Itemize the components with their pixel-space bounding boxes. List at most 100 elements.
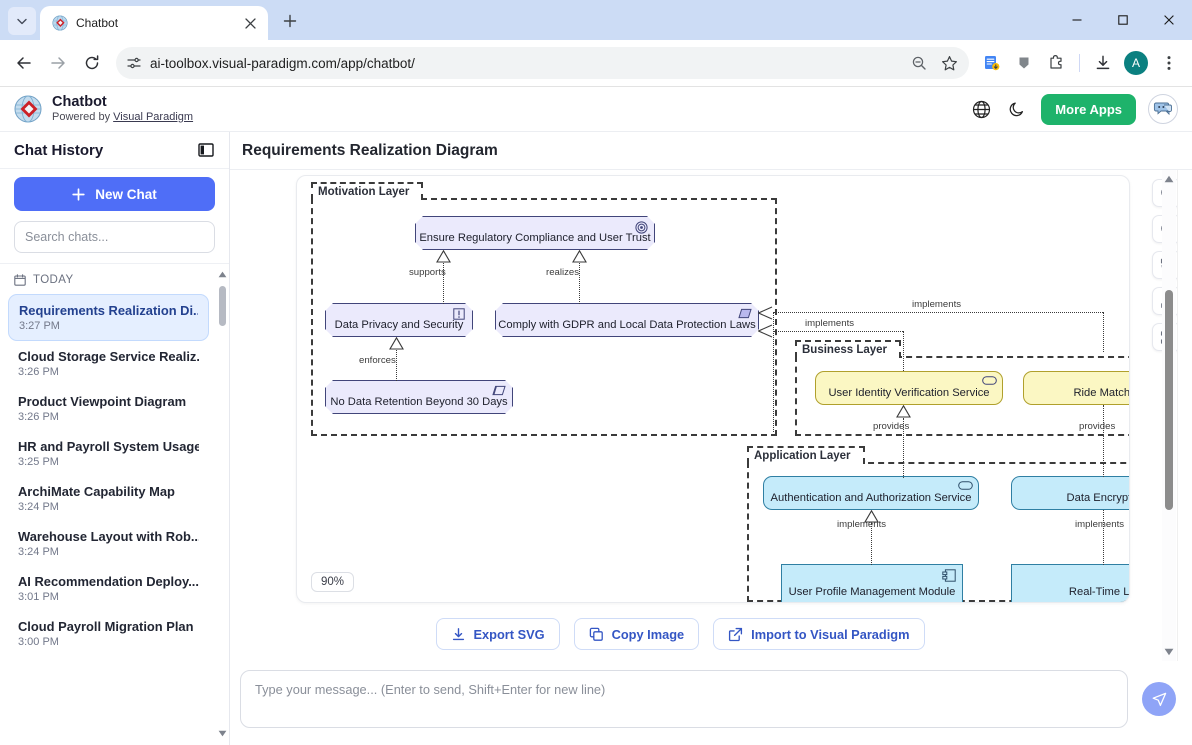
node-comply-with-gdpr[interactable]: Comply with GDPR and Local Data Protecti… bbox=[495, 303, 759, 337]
edge-label-realizes: realizes bbox=[546, 267, 580, 278]
node-real-time-location[interactable]: Real-Time Locati bbox=[1011, 564, 1129, 602]
list-item[interactable]: Warehouse Layout with Rob... 3:24 PM bbox=[8, 521, 209, 566]
visual-paradigm-favicon-icon bbox=[52, 15, 68, 31]
page-title: Requirements Realization Diagram bbox=[230, 132, 1192, 170]
diagram-canvas[interactable]: Motivation Layer Ensure Regulatory Compl… bbox=[297, 176, 1129, 602]
node-label: User Identity Verification Service bbox=[828, 387, 990, 399]
import-to-visual-paradigm-button[interactable]: Import to Visual Paradigm bbox=[713, 618, 925, 650]
bookmark-star-icon[interactable] bbox=[935, 49, 963, 77]
chat-item-title: Cloud Payroll Migration Plan bbox=[18, 619, 194, 634]
node-ensure-regulatory-compliance[interactable]: Ensure Regulatory Compliance and User Tr… bbox=[415, 216, 655, 250]
edge-label-enforces: enforces bbox=[359, 355, 396, 366]
edge-realizes bbox=[579, 260, 580, 304]
scroll-up-icon[interactable] bbox=[1162, 172, 1176, 186]
list-item[interactable]: AI Recommendation Deploy... 3:01 PM bbox=[8, 566, 209, 611]
goal-icon bbox=[634, 221, 648, 233]
powered-by-text: Powered by bbox=[52, 111, 114, 124]
sidebar-scrollbar-thumb[interactable] bbox=[219, 286, 226, 326]
sidebar-scrollbar[interactable] bbox=[217, 264, 228, 745]
chat-item-time: 3:26 PM bbox=[18, 411, 59, 423]
list-item[interactable]: ArchiMate Capability Map 3:24 PM bbox=[8, 476, 209, 521]
list-item[interactable]: Requirements Realization Di... 3:27 PM bbox=[8, 294, 209, 341]
visual-paradigm-link[interactable]: Visual Paradigm bbox=[113, 111, 194, 124]
edge-implements-top bbox=[773, 312, 1103, 313]
chat-list-container: TODAY Requirements Realization Di... 3:2… bbox=[0, 263, 229, 745]
node-ride-matching[interactable]: Ride Matching an bbox=[1023, 371, 1129, 405]
new-tab-icon[interactable] bbox=[276, 7, 304, 35]
edge-arrow-provides-left bbox=[896, 404, 911, 423]
download-icon[interactable] bbox=[1088, 48, 1118, 78]
list-item[interactable]: Product Viewpoint Diagram 3:26 PM bbox=[8, 386, 209, 431]
list-item[interactable]: Cloud Storage Service Realiz... 3:26 PM bbox=[8, 341, 209, 386]
reload-icon[interactable] bbox=[76, 47, 108, 79]
node-user-profile-management-module[interactable]: User Profile Management Module bbox=[781, 564, 963, 602]
zoom-out-icon[interactable] bbox=[905, 49, 933, 77]
sidebar-toggle-icon[interactable] bbox=[197, 141, 215, 159]
export-svg-button[interactable]: Export SVG bbox=[435, 618, 560, 650]
search-input[interactable] bbox=[14, 221, 215, 253]
node-label: User Profile Management Module bbox=[788, 586, 956, 598]
send-button[interactable] bbox=[1142, 682, 1176, 716]
message-composer bbox=[230, 661, 1192, 745]
site-settings-icon[interactable] bbox=[126, 55, 142, 71]
export-toolbar: Export SVG Copy Image Import to Visual P… bbox=[230, 617, 1130, 651]
extensions-icon[interactable] bbox=[1041, 48, 1071, 78]
dark-mode-icon[interactable] bbox=[1005, 97, 1029, 121]
copy-image-label: Copy Image bbox=[611, 626, 685, 642]
globe-icon[interactable] bbox=[969, 97, 993, 121]
edge-label-provides-right: provides bbox=[1079, 421, 1116, 432]
profile-avatar[interactable]: A bbox=[1124, 51, 1148, 75]
address-bar[interactable]: ai-toolbox.visual-paradigm.com/app/chatb… bbox=[116, 47, 969, 79]
send-icon bbox=[1152, 692, 1166, 706]
message-input[interactable] bbox=[240, 670, 1128, 728]
scroll-down-icon[interactable] bbox=[1162, 645, 1176, 659]
new-chat-button[interactable]: New Chat bbox=[14, 177, 215, 211]
forward-icon[interactable] bbox=[42, 47, 74, 79]
maximize-icon[interactable] bbox=[1100, 0, 1146, 40]
chat-item-time: 3:26 PM bbox=[18, 366, 59, 378]
list-item[interactable]: HR and Payroll System Usage 3:25 PM bbox=[8, 431, 209, 476]
edge-arrow-implements-app-left bbox=[864, 509, 879, 528]
node-authentication-and-authorization-service[interactable]: Authentication and Authorization Service bbox=[763, 476, 979, 510]
edge-label-supports: supports bbox=[409, 267, 446, 278]
close-icon[interactable] bbox=[1146, 0, 1192, 40]
pin-icon[interactable] bbox=[1009, 48, 1039, 78]
node-user-identity-verification-service[interactable]: User Identity Verification Service bbox=[815, 371, 1003, 405]
node-label: Real-Time Locati bbox=[1068, 586, 1129, 598]
more-apps-button[interactable]: More Apps bbox=[1041, 93, 1136, 125]
back-icon[interactable] bbox=[8, 47, 40, 79]
minimize-icon[interactable] bbox=[1054, 0, 1100, 40]
edge-label-implements-app-right: implements bbox=[1075, 519, 1125, 530]
diagram-scrollbar-thumb[interactable] bbox=[1165, 290, 1173, 510]
translate-icon[interactable] bbox=[977, 48, 1007, 78]
tab-search-icon[interactable] bbox=[8, 7, 36, 35]
scroll-up-icon[interactable] bbox=[217, 268, 228, 280]
edge-arrow-enforces bbox=[389, 336, 404, 355]
browser-toolbar: ai-toolbox.visual-paradigm.com/app/chatb… bbox=[0, 40, 1192, 87]
tab-close-icon[interactable] bbox=[240, 13, 260, 33]
node-data-encryption[interactable]: Data Encryption a bbox=[1011, 476, 1129, 510]
chat-item-time: 3:24 PM bbox=[18, 546, 59, 558]
list-item[interactable]: Cloud Payroll Migration Plan 3:00 PM bbox=[8, 611, 209, 656]
edge-implements-down-right bbox=[1103, 312, 1104, 352]
sidebar-title: Chat History bbox=[14, 141, 104, 159]
node-label: Data Privacy and Security bbox=[334, 319, 464, 331]
node-no-data-retention[interactable]: No Data Retention Beyond 30 Days bbox=[325, 380, 513, 414]
page-scrollbar[interactable] bbox=[1177, 170, 1192, 661]
group-label-text: TODAY bbox=[33, 274, 74, 286]
copy-image-button[interactable]: Copy Image bbox=[573, 618, 700, 650]
diagram-scrollbar[interactable] bbox=[1162, 170, 1176, 661]
web-app: Chatbot Powered by Visual Paradigm More … bbox=[0, 87, 1192, 745]
chat-group-label: TODAY bbox=[0, 272, 217, 294]
scroll-down-icon[interactable] bbox=[217, 727, 228, 739]
application-service-icon bbox=[958, 481, 973, 493]
calendar-icon bbox=[14, 274, 26, 286]
url-text: ai-toolbox.visual-paradigm.com/app/chatb… bbox=[150, 55, 415, 71]
node-data-privacy-and-security[interactable]: Data Privacy and Security bbox=[325, 303, 473, 337]
browser-tab[interactable]: Chatbot bbox=[40, 6, 268, 40]
constraint-icon bbox=[492, 385, 506, 397]
new-chat-label: New Chat bbox=[95, 186, 157, 202]
copy-icon bbox=[589, 627, 603, 641]
chrome-menu-icon[interactable] bbox=[1154, 48, 1184, 78]
chat-avatar-icon[interactable] bbox=[1148, 94, 1178, 124]
